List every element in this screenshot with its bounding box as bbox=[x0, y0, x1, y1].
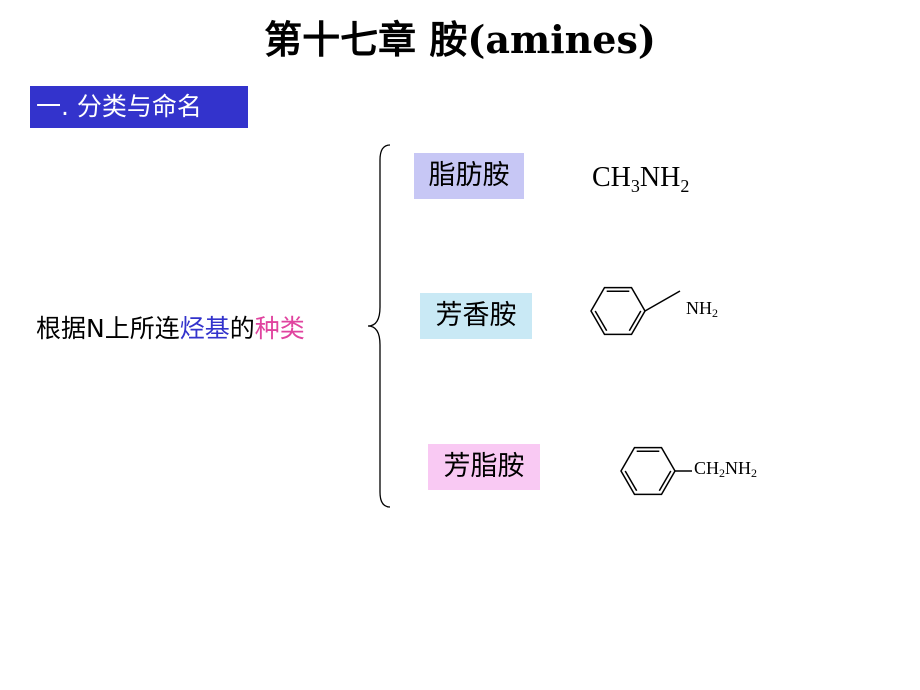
benzene-ring-icon bbox=[590, 286, 681, 336]
basis-text: 根据N上所连 bbox=[36, 314, 180, 343]
basis-particle: 的 bbox=[229, 314, 255, 343]
category-aromatic-amine: 芳香胺 bbox=[420, 293, 532, 339]
section-heading: 一. 分类与命名 bbox=[30, 86, 248, 128]
classification-basis: 根据N上所连烃基的种类 bbox=[36, 311, 305, 347]
benzene-ring-icon bbox=[620, 446, 692, 496]
page-title: 第十七章 胺(amines) bbox=[264, 17, 656, 62]
basis-hydrocarbon-group: 烃基 bbox=[179, 314, 230, 343]
aniline-substituent-label: NH2 bbox=[686, 298, 718, 320]
curly-brace-icon bbox=[367, 144, 391, 508]
methylamine-formula: CH3NH2 bbox=[592, 162, 690, 196]
basis-kind: 种类 bbox=[254, 314, 305, 343]
category-araliphatic-amine: 芳脂胺 bbox=[428, 444, 540, 490]
benzylamine-substituent-label: CH2NH2 bbox=[694, 458, 758, 480]
category-aliphatic-amine: 脂肪胺 bbox=[414, 153, 524, 199]
